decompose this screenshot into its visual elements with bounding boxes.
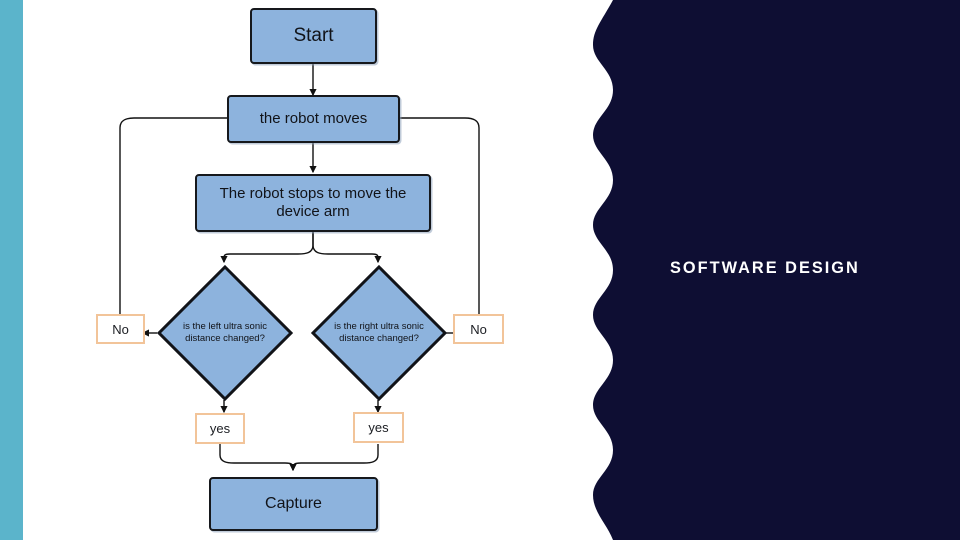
- flow-connectors: [119, 64, 480, 472]
- tag-no-left: No: [96, 314, 145, 344]
- tag-no-right: No: [453, 314, 504, 344]
- node-decision-right[interactable]: is the right ultra sonic distance change…: [311, 265, 447, 401]
- navy-panel: [580, 0, 960, 540]
- tag-yes-right: yes: [353, 412, 404, 443]
- node-robot-moves-label: the robot moves: [259, 110, 368, 128]
- node-decision-left[interactable]: is the left ultra sonic distance changed…: [157, 265, 293, 401]
- tag-yes-left: yes: [195, 413, 245, 444]
- node-robot-stops[interactable]: The robot stops to move the device arm: [195, 174, 431, 232]
- tag-no-left-label: No: [112, 321, 129, 337]
- panel-title: SOFTWARE DESIGN: [670, 258, 860, 277]
- accent-strip: [0, 0, 23, 540]
- tag-yes-left-label: yes: [209, 421, 231, 436]
- node-robot-moves[interactable]: the robot moves: [227, 95, 400, 143]
- node-start-label: Start: [293, 24, 334, 46]
- node-capture[interactable]: Capture: [209, 477, 378, 531]
- tag-yes-right-label: yes: [368, 420, 389, 435]
- node-robot-stops-label: The robot stops to move the device arm: [219, 185, 407, 220]
- node-capture-label: Capture: [265, 494, 322, 512]
- diamond-shape-left: [157, 265, 293, 401]
- node-start[interactable]: Start: [250, 8, 377, 64]
- diamond-shape-right: [311, 265, 447, 401]
- tag-no-right-label: No: [470, 321, 487, 337]
